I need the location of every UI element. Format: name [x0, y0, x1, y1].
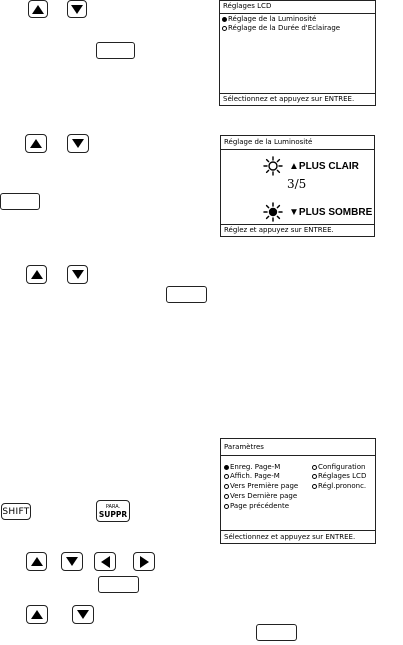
title-divider — [220, 13, 375, 14]
up-arrow-icon — [30, 139, 42, 148]
down-arrow-icon — [71, 4, 83, 14]
screen-footer: Sélectionnez et appuyez sur ENTREE. — [223, 95, 355, 103]
option-previous-page[interactable]: Page précédente — [224, 502, 289, 511]
radio-icon — [312, 474, 317, 479]
right-arrow-key[interactable] — [133, 552, 155, 571]
brighter-row: ▲PLUS CLAIR — [263, 156, 359, 176]
para-label: PARA. — [105, 503, 121, 510]
shift-key[interactable]: SHIFT — [1, 503, 31, 520]
parameters-screen: Paramètres Enreg. Page-M Affich. Page-M … — [220, 438, 376, 544]
down-arrow-icon — [71, 270, 84, 279]
footer-divider — [221, 530, 375, 531]
radio-icon — [224, 494, 229, 499]
option-show-page-m[interactable]: Affich. Page-M — [224, 472, 280, 481]
darker-row: ▼PLUS SOMBRE — [263, 202, 372, 222]
radio-selected-icon — [224, 465, 229, 470]
down-arrow-icon — [66, 557, 78, 566]
radio-icon — [312, 484, 317, 489]
lcd-settings-screen: Réglages LCD Réglage de la Luminosité Ré… — [219, 0, 376, 106]
option-brightness[interactable]: Réglage de la Luminosité — [222, 15, 316, 24]
radio-icon — [224, 504, 229, 509]
footer-divider — [221, 224, 374, 225]
footer-divider — [220, 93, 375, 94]
up-arrow-key[interactable] — [28, 0, 48, 18]
option-last-page[interactable]: Vers Dernière page — [224, 492, 297, 501]
brightness-screen: Réglage de la Luminosité ▲PLUS CLAIR 3/5 — [220, 135, 375, 237]
down-arrow-icon — [72, 139, 84, 148]
up-arrow-key[interactable] — [26, 605, 48, 624]
radio-icon — [224, 484, 229, 489]
option-first-page[interactable]: Vers Première page — [224, 482, 298, 491]
down-arrow-key[interactable] — [61, 552, 83, 571]
down-arrow-key[interactable] — [72, 605, 94, 624]
screen-footer: Réglez et appuyez sur ENTREE. — [224, 226, 334, 234]
enter-key[interactable] — [96, 42, 135, 59]
left-arrow-icon — [100, 555, 110, 568]
radio-icon — [312, 465, 317, 470]
radio-selected-icon — [222, 17, 227, 22]
enter-key[interactable] — [256, 624, 297, 641]
triangle-icon: ▲ — [289, 160, 299, 172]
enter-key[interactable] — [166, 286, 207, 303]
suppr-label: SUPPR — [98, 509, 128, 519]
down-arrow-key[interactable] — [67, 134, 89, 153]
enter-key[interactable] — [98, 576, 139, 593]
darker-label: PLUS SOMBRE — [298, 206, 373, 218]
down-arrow-icon — [77, 610, 89, 619]
up-arrow-key[interactable] — [26, 552, 47, 571]
screen-title: Réglage de la Luminosité — [224, 138, 313, 146]
up-arrow-icon — [32, 4, 44, 14]
para-suppr-key[interactable]: PARA. SUPPR — [96, 500, 130, 522]
down-arrow-key[interactable] — [67, 0, 87, 18]
up-arrow-icon — [31, 610, 43, 619]
up-arrow-icon — [30, 270, 43, 279]
radio-icon — [224, 474, 229, 479]
screen-footer: Sélectionnez et appuyez sur ENTREE. — [224, 533, 356, 541]
brighter-label: PLUS CLAIR — [298, 160, 359, 172]
option-save-page-m[interactable]: Enreg. Page-M — [224, 463, 280, 472]
sun-outline-icon — [263, 156, 283, 176]
up-arrow-icon — [30, 557, 43, 566]
right-arrow-icon — [139, 555, 149, 568]
title-divider — [221, 455, 375, 456]
up-arrow-key[interactable] — [26, 265, 47, 284]
enter-key[interactable] — [0, 193, 40, 210]
radio-icon — [222, 26, 227, 31]
option-lcd-settings[interactable]: Réglages LCD — [312, 472, 366, 481]
sun-filled-icon — [263, 202, 283, 222]
screen-title: Réglages LCD — [223, 2, 272, 10]
option-backlight-duration[interactable]: Réglage de la Durée d'Eclairage — [222, 24, 340, 33]
left-arrow-key[interactable] — [94, 552, 116, 571]
up-arrow-key[interactable] — [25, 134, 47, 153]
option-pronunciation[interactable]: Régl.prononc. — [312, 482, 366, 491]
option-configuration[interactable]: Configuration — [312, 463, 365, 472]
brightness-level: 3/5 — [287, 177, 307, 191]
screen-title: Paramètres — [224, 443, 264, 451]
triangle-icon: ▼ — [289, 206, 299, 218]
down-arrow-key[interactable] — [67, 265, 88, 284]
title-divider — [221, 149, 374, 150]
